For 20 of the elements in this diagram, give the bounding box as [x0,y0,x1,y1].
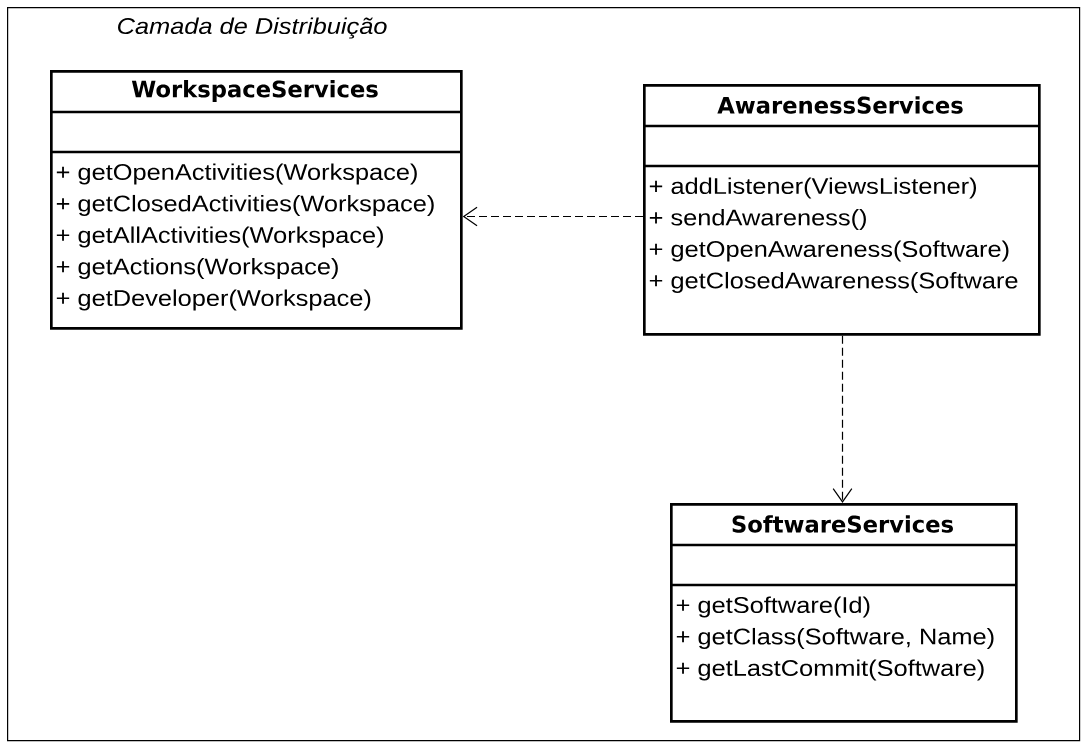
class-box [50,70,463,330]
class-name: WorkspaceServices [131,80,378,102]
method-text: + getLastCommit(Software) [676,659,984,681]
method-text: + getClosedActivities(Workspace) [56,194,434,217]
method-text: + getDeveloper(Workspace) [56,289,371,311]
dependency-arrow [462,206,644,227]
method-text: + getOpenAwareness(Software) [649,240,1009,262]
method-text: + sendAwareness() [649,208,866,231]
method-text: + getOpenActivities(Workspace) [56,163,417,185]
dependency-arrow [832,335,853,503]
method-text: + getActions(Workspace) [56,257,338,280]
method-text: + getClosedAwareness(Software [649,271,1018,294]
class-name: SoftwareServices [732,515,953,533]
method-text: + getSoftware(Id) [676,596,870,618]
method-text: + getAllActivities(Workspace) [56,226,383,248]
class-box [643,84,1041,336]
class-name: AwarenessServices [717,96,963,114]
method-text: + addListener(ViewsListener) [649,177,976,199]
method-text: + getClass(Software, Name) [676,627,994,650]
class-box [670,503,1018,723]
